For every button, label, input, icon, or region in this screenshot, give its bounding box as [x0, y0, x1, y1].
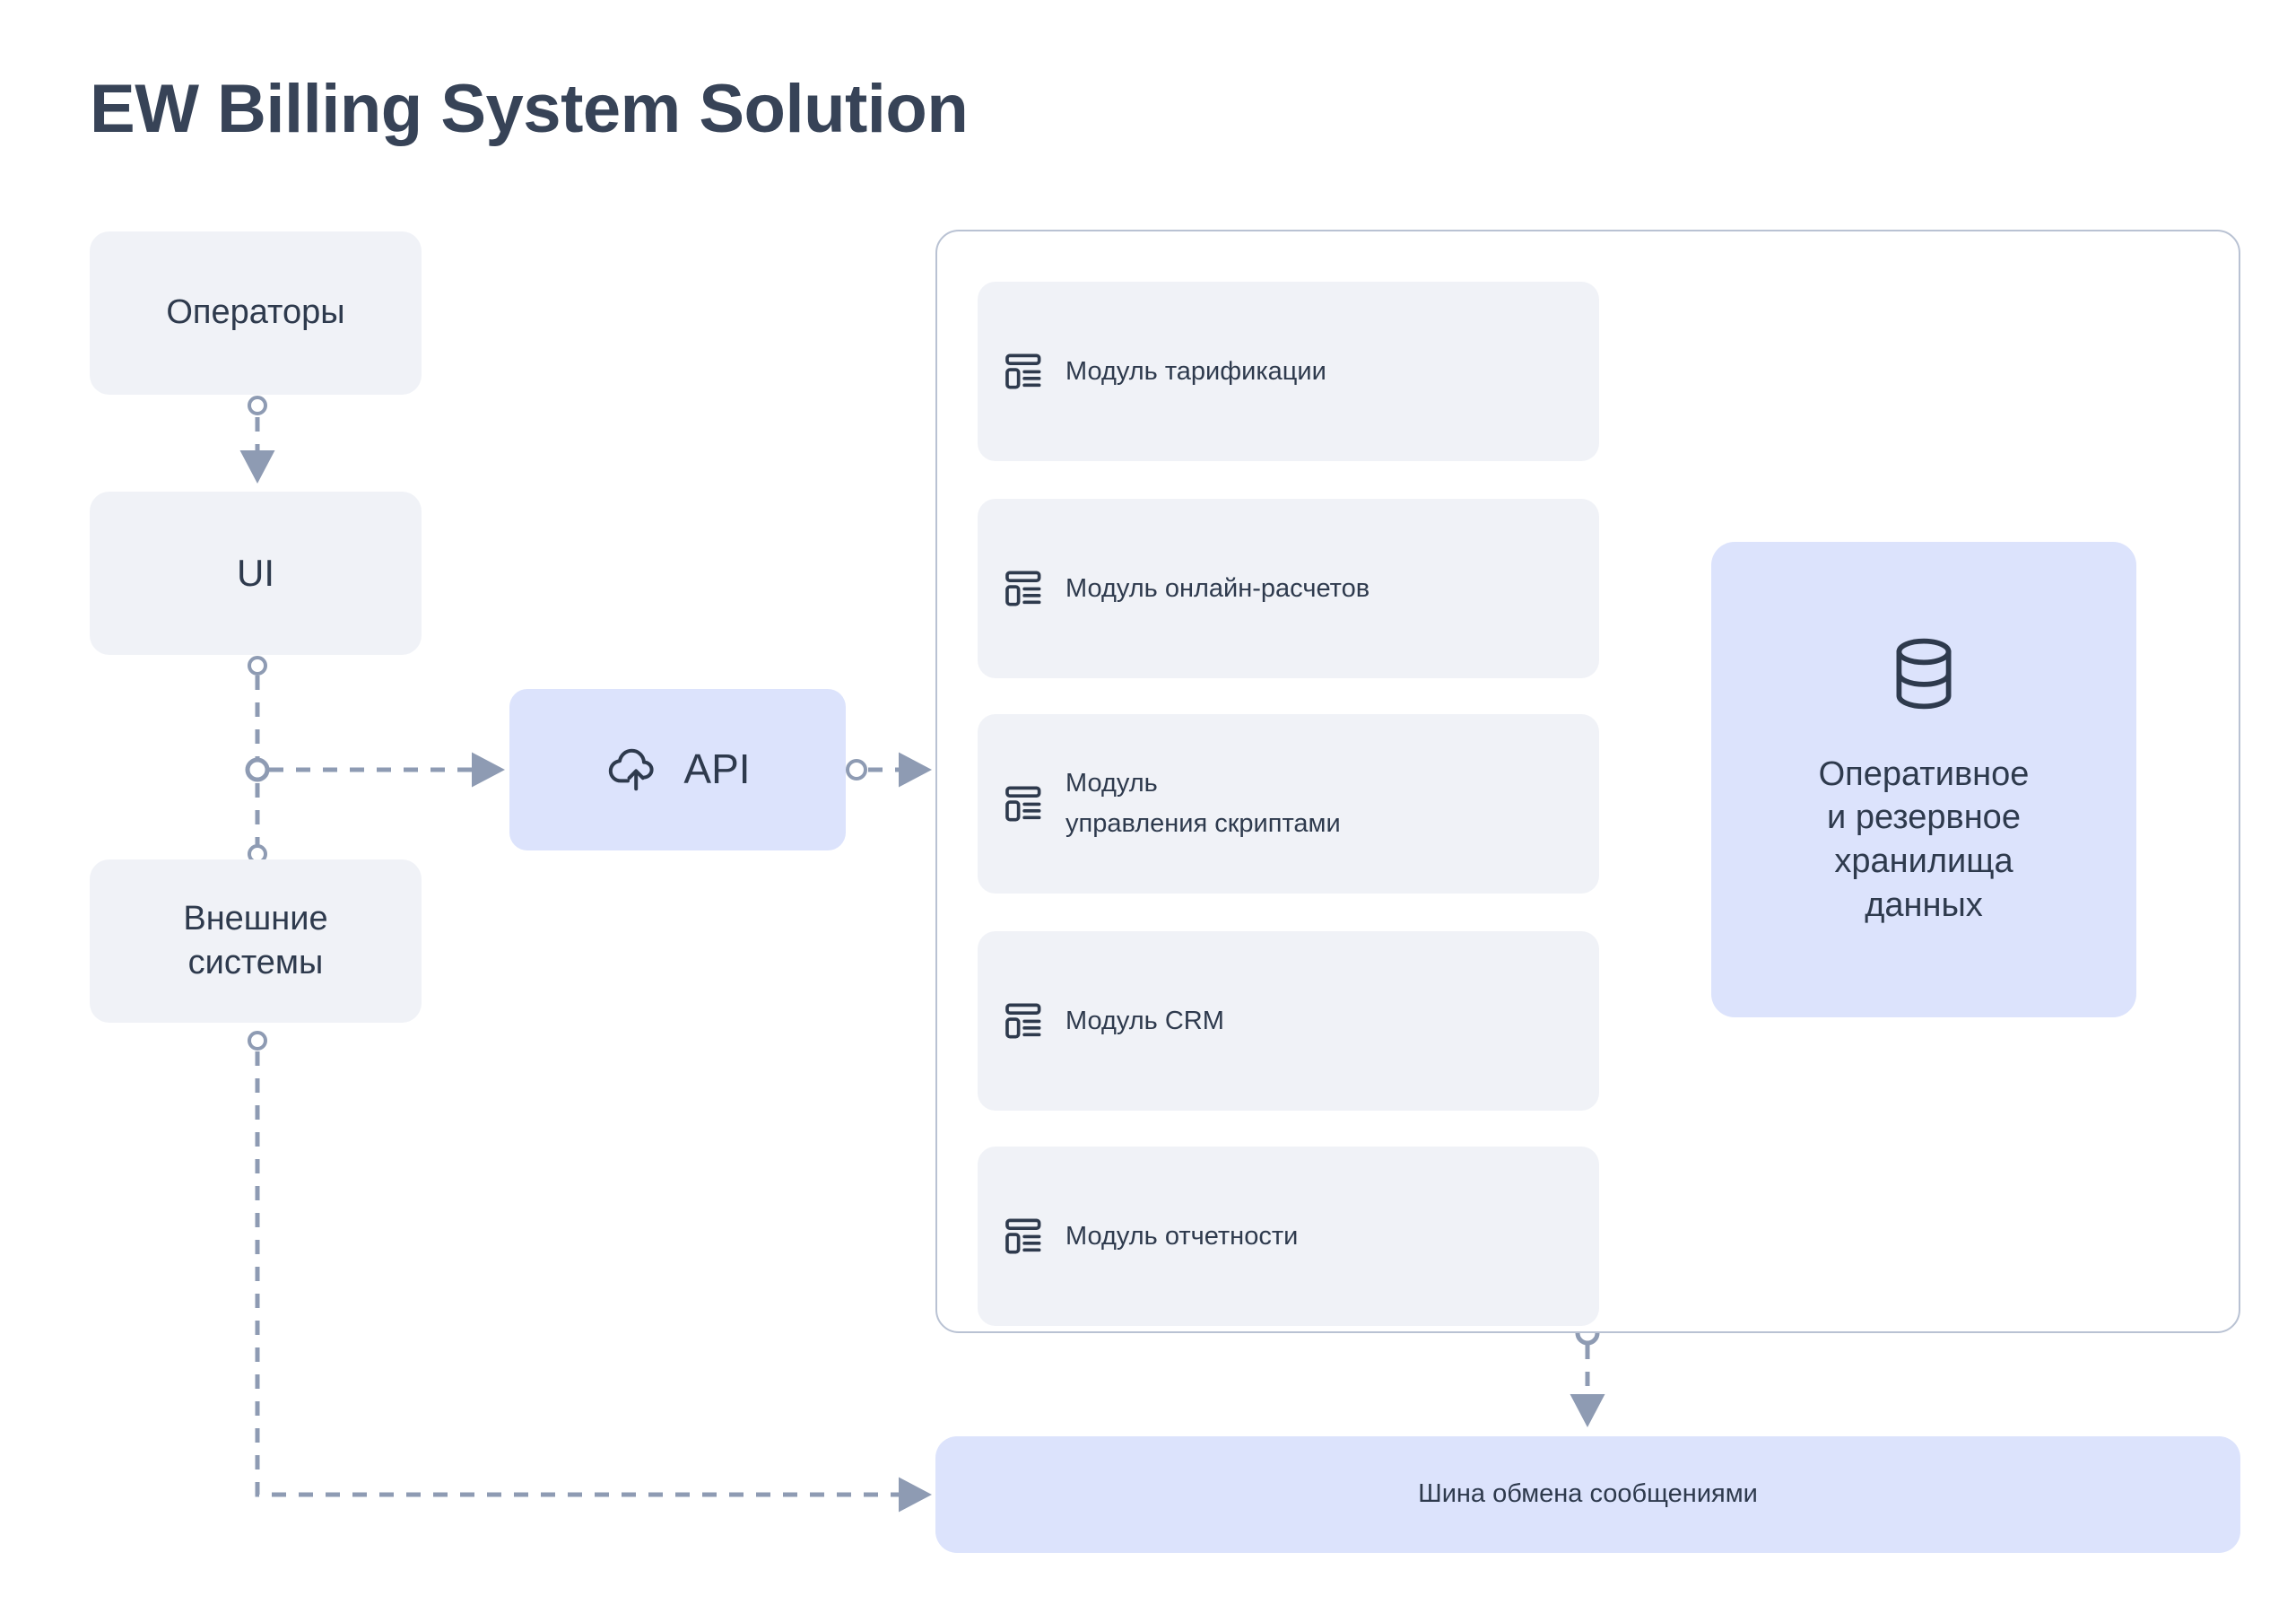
node-ui-label: UI: [237, 551, 274, 594]
module-layout-icon: [1003, 1216, 1044, 1257]
node-message-bus[interactable]: Шина обмена сообщениями: [935, 1436, 2240, 1553]
module-card[interactable]: Модуль CRM: [978, 931, 1599, 1111]
connector-external-to-messagebus: [248, 1031, 933, 1513]
node-api-label: API: [683, 746, 751, 793]
module-card-label: Модуль управления скриптами: [1065, 769, 1341, 838]
page-title: EW Billing System Solution: [90, 71, 969, 147]
cloud-upload-icon: [604, 746, 660, 793]
node-message-bus-label: Шина обмена сообщениями: [1418, 1479, 1758, 1509]
module-card-label: Модуль отчетности: [1065, 1221, 1299, 1251]
module-layout-icon: [1003, 783, 1044, 824]
database-icon: [1883, 632, 1965, 715]
connector-api-to-system: [846, 752, 933, 788]
module-card-label: Модуль тарификации: [1065, 356, 1326, 386]
module-layout-icon: [1003, 351, 1044, 392]
module-card-label: Модуль онлайн-расчетов: [1065, 573, 1370, 603]
connector-ui-to-api: [245, 656, 506, 864]
node-storage-label: Оперативное и резервное хранилища данных: [1818, 754, 2030, 924]
node-external-systems[interactable]: Внешние системы: [90, 859, 422, 1023]
node-operators[interactable]: Операторы: [90, 231, 422, 395]
connector-system-to-messagebus: [1570, 1321, 1605, 1428]
node-external-systems-label: Внешние системы: [183, 899, 328, 981]
connector-operators-to-ui: [239, 396, 275, 484]
module-layout-icon: [1003, 1000, 1044, 1042]
module-card[interactable]: Модуль тарификации: [978, 282, 1599, 461]
module-layout-icon: [1003, 568, 1044, 609]
node-ui[interactable]: UI: [90, 492, 422, 655]
node-storage[interactable]: Оперативное и резервное хранилища данных: [1711, 542, 2136, 1017]
module-card[interactable]: Модуль онлайн-расчетов: [978, 499, 1599, 678]
node-api[interactable]: API: [509, 689, 846, 850]
module-card-label: Модуль CRM: [1065, 1006, 1224, 1035]
module-card[interactable]: Модуль отчетности: [978, 1147, 1599, 1326]
node-operators-label: Операторы: [166, 293, 345, 332]
module-card[interactable]: Модуль управления скриптами: [978, 714, 1599, 894]
